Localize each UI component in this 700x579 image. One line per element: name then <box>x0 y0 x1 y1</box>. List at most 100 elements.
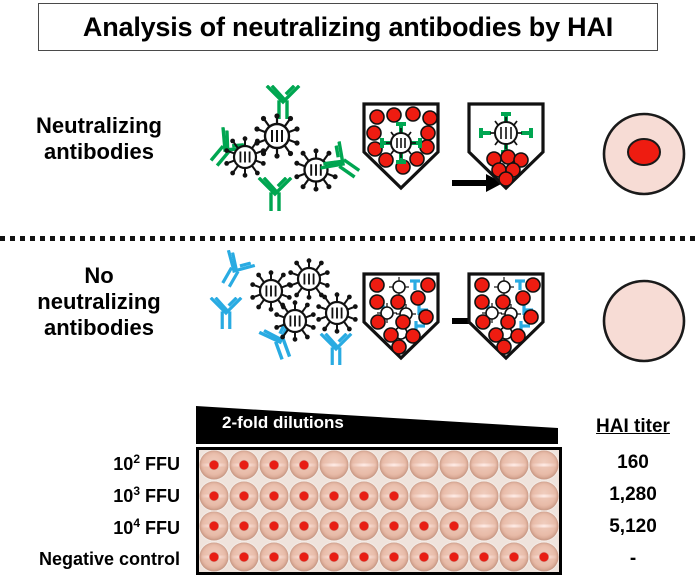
plate-well <box>379 542 409 573</box>
well-highlight <box>350 463 378 467</box>
panel-label-neutralizing: Neutralizing antibodies <box>4 113 194 165</box>
virus-particle-icon <box>287 257 331 301</box>
rbc-button <box>359 552 369 562</box>
rbc-button <box>209 460 219 470</box>
v-bottom-well-icon <box>358 270 444 362</box>
plate-well <box>199 511 229 542</box>
plate-well <box>259 450 289 481</box>
plate-well <box>469 450 499 481</box>
rbc-button <box>329 521 339 531</box>
rbc-button <box>239 460 249 470</box>
plate-well <box>229 511 259 542</box>
virus-particle-icon <box>315 291 359 335</box>
plate-row-label: 104 FFU <box>0 511 188 543</box>
rbc-button <box>209 552 219 562</box>
panel-label-line-1: Neutralizing <box>36 113 162 138</box>
plate-well <box>319 542 349 573</box>
antibody-icon <box>255 177 295 211</box>
rbc-button <box>509 552 519 562</box>
plate-well <box>259 542 289 573</box>
rbc-button <box>359 491 369 501</box>
rbc-button <box>419 552 429 562</box>
plate-well <box>319 481 349 512</box>
antibody-icon <box>318 138 369 190</box>
well-highlight <box>470 524 498 528</box>
plate-well <box>499 542 529 573</box>
plate-well <box>409 511 439 542</box>
plate-well <box>379 511 409 542</box>
plate-row-label-base: Negative control <box>38 548 180 569</box>
antibody-icon <box>317 333 355 365</box>
panel-label-line-2: neutralizing <box>37 288 161 314</box>
rbc-button <box>539 552 549 562</box>
well-highlight <box>380 463 408 467</box>
rbc-button <box>389 552 399 562</box>
rbc-button <box>269 552 279 562</box>
rbc-button <box>449 552 459 562</box>
plate-well <box>439 511 469 542</box>
plate-well <box>499 511 529 542</box>
plate-well <box>409 481 439 512</box>
plate-well <box>349 542 379 573</box>
virus-particle-icon <box>223 135 267 179</box>
plate-well <box>289 542 319 573</box>
plate-well <box>349 481 379 512</box>
plate-well <box>439 481 469 512</box>
hai-titer-value: 160 <box>617 452 649 473</box>
plate-well <box>319 511 349 542</box>
antibody-icon <box>263 85 303 119</box>
plate-well <box>469 542 499 573</box>
well-highlight <box>530 463 558 467</box>
plate-well <box>409 542 439 573</box>
rbc-button <box>389 521 399 531</box>
plate-well <box>199 481 229 512</box>
well-highlight <box>530 494 558 498</box>
rbc-button <box>209 521 219 531</box>
rbc-button <box>299 491 309 501</box>
plate-well <box>349 450 379 481</box>
hai-titer-value: 5,120 <box>609 516 657 537</box>
plate-row-label: Negative control <box>0 543 188 575</box>
well-highlight <box>440 494 468 498</box>
right-arrow-icon <box>452 172 504 194</box>
panel-label-line-3: antibodies <box>43 314 154 340</box>
hai-titer-value: 1,280 <box>609 484 657 505</box>
v-bottom-well-icon <box>463 270 549 362</box>
plate-well <box>469 511 499 542</box>
plate-well <box>529 481 559 512</box>
rbc-button <box>359 521 369 531</box>
rbc-button <box>389 491 399 501</box>
plate-well <box>529 542 559 573</box>
v-bottom-well-icon <box>358 100 444 192</box>
scene-free-particles-neutralizing <box>205 85 361 215</box>
plate-row-label-column: 102 FFU 103 FFU 104 FFU Negative control <box>0 447 188 575</box>
plate-well <box>289 450 319 481</box>
rbc-button <box>209 491 219 501</box>
plate-well <box>529 450 559 481</box>
plate-well <box>439 450 469 481</box>
plate-well <box>439 542 469 573</box>
hai-titer-column-header: HAI titer <box>566 416 700 442</box>
panel-label-line-1: No <box>84 263 114 288</box>
plate-well <box>229 542 259 573</box>
antibody-icon <box>207 297 245 329</box>
well-highlight <box>500 463 528 467</box>
rbc-button <box>299 552 309 562</box>
plate-well <box>409 450 439 481</box>
plate-well <box>499 450 529 481</box>
plate-well <box>319 450 349 481</box>
well-highlight <box>410 463 438 467</box>
rbc-button <box>449 521 459 531</box>
rbc-button <box>419 521 429 531</box>
rbc-button <box>269 460 279 470</box>
well-highlight <box>440 463 468 467</box>
plate-row-label-base: 102 FFU <box>113 451 180 474</box>
figure-title-box: Analysis of neutralizing antibodies by H… <box>38 3 658 51</box>
plate-well <box>499 481 529 512</box>
plate-well <box>259 511 289 542</box>
microtiter-plate <box>196 447 562 575</box>
rbc-button <box>299 521 309 531</box>
rbc-button <box>479 552 489 562</box>
page-title: Analysis of neutralizing antibodies by H… <box>82 11 614 42</box>
well-highlight <box>530 524 558 528</box>
